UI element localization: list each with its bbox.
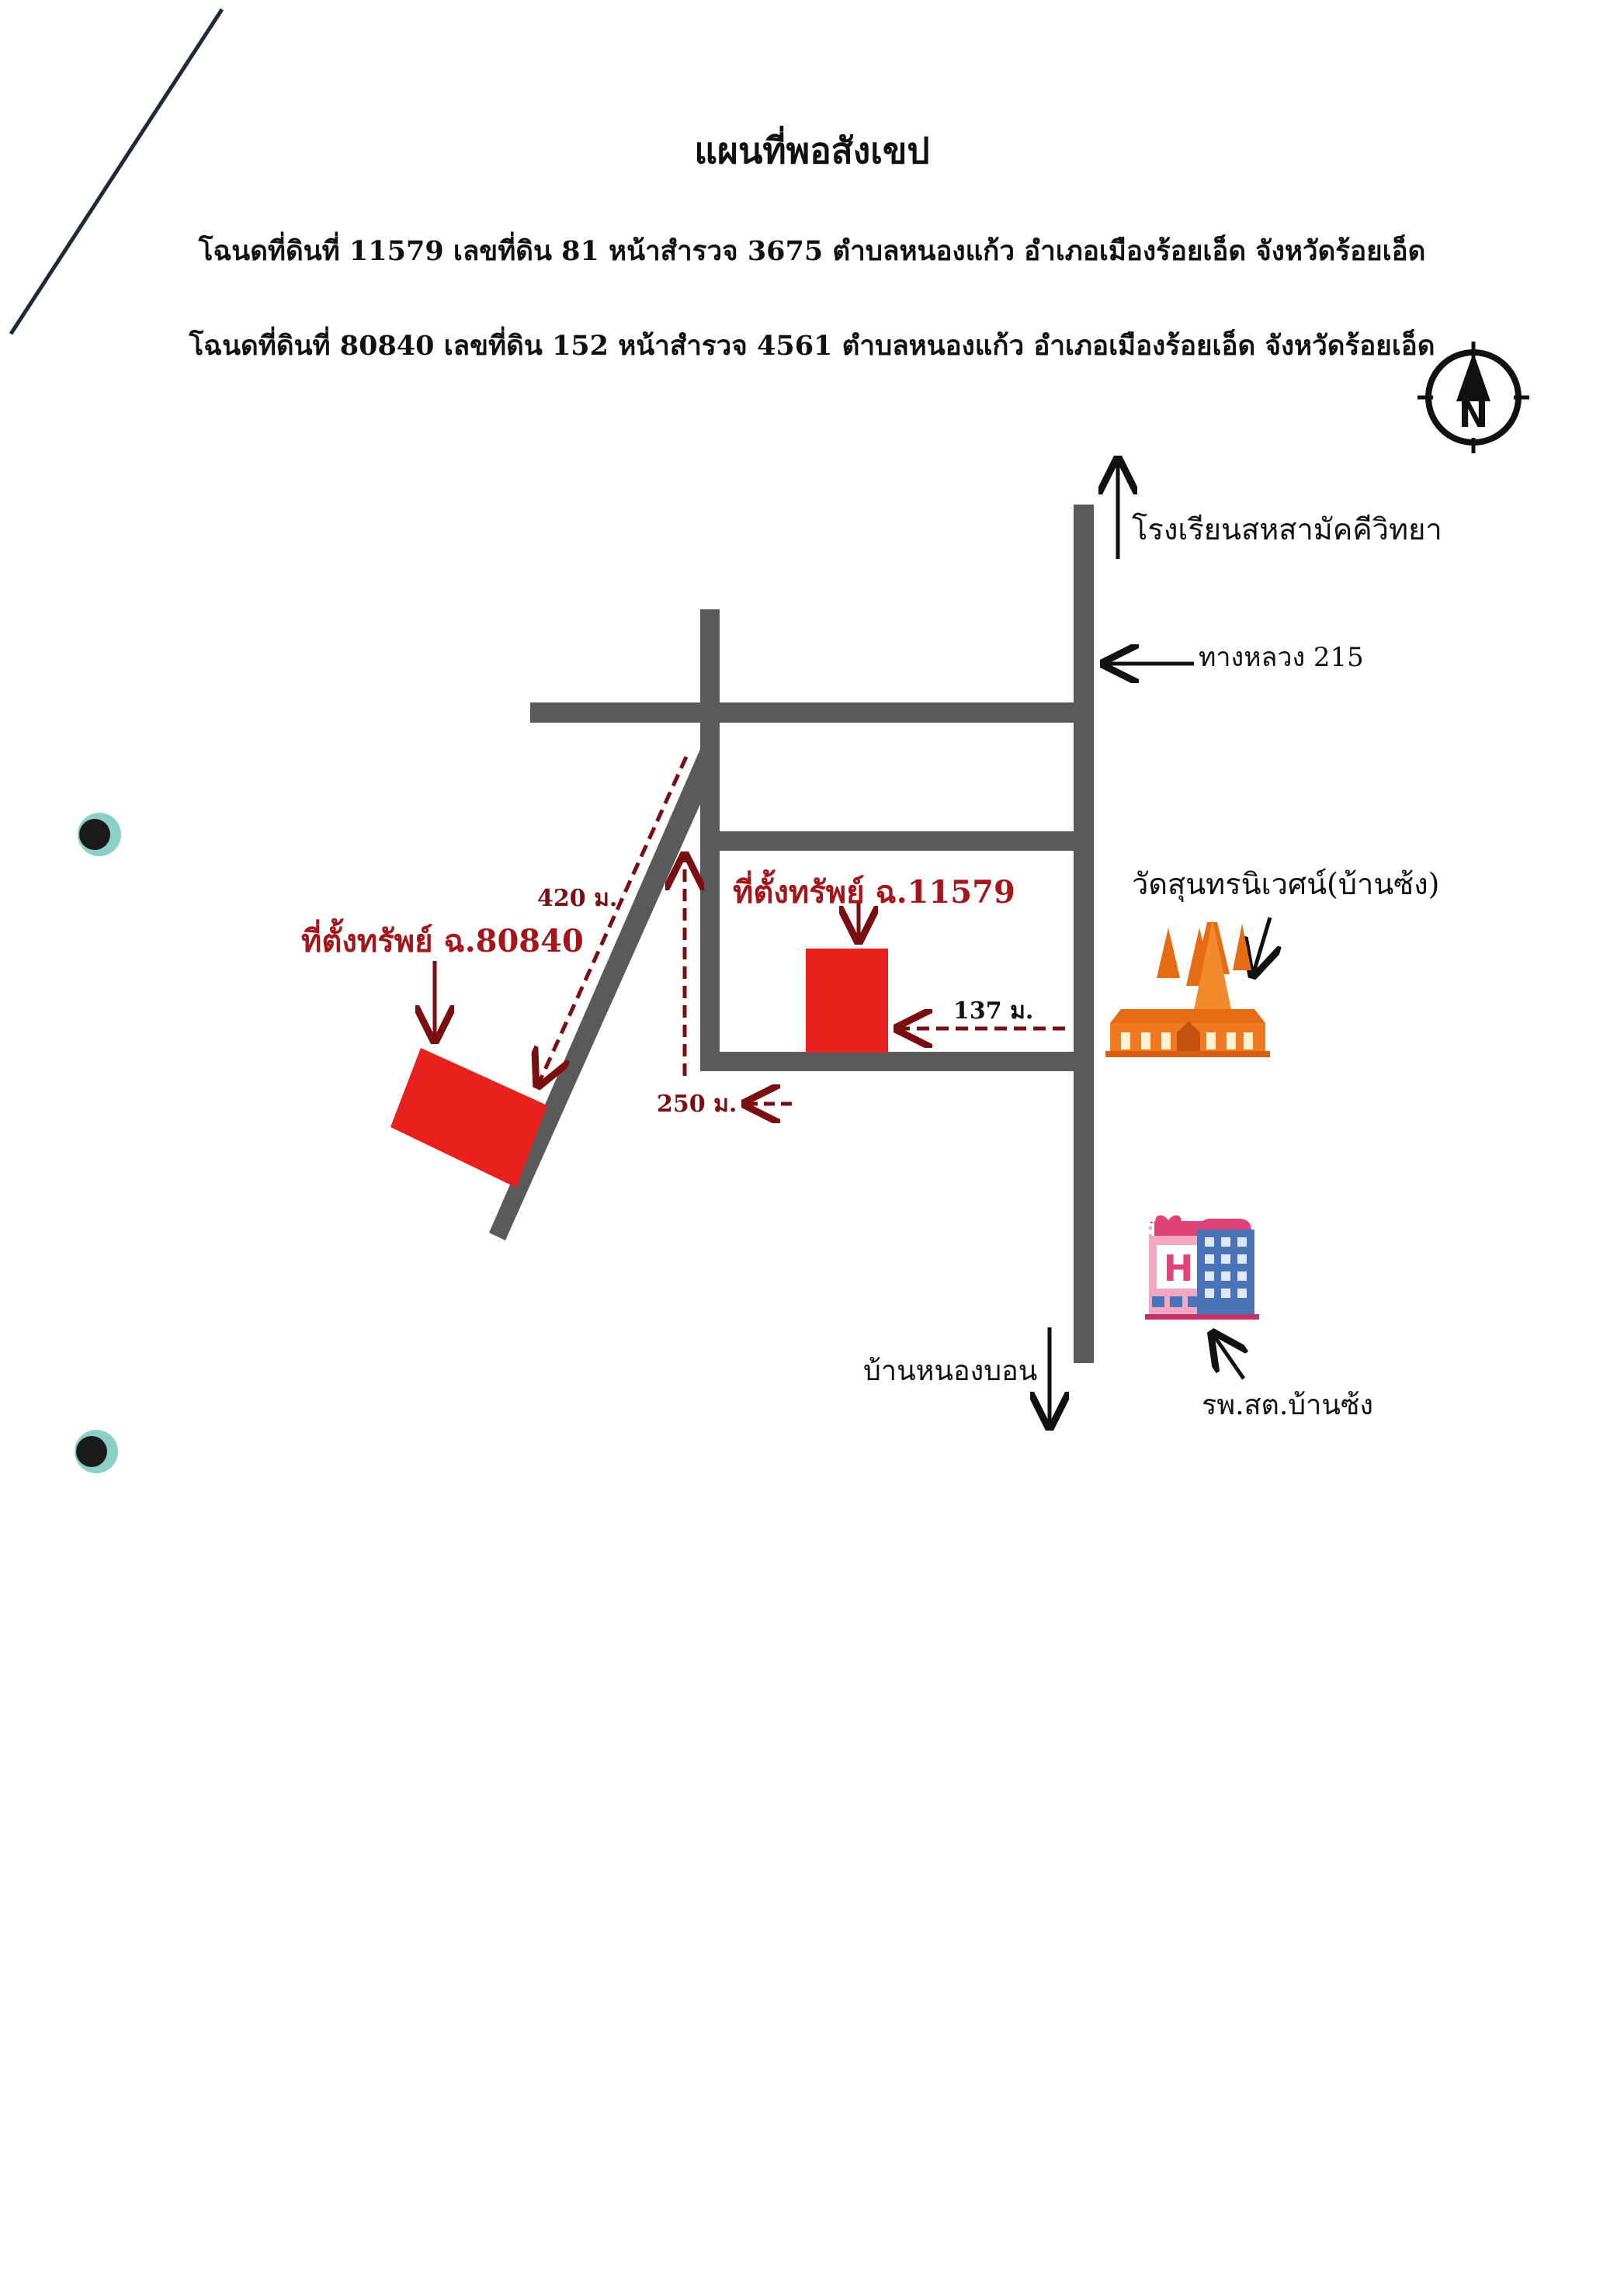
north-compass-icon: N	[1418, 342, 1529, 453]
property-11579-parcel	[806, 949, 888, 1053]
punch-hole-top	[78, 813, 121, 856]
property-80840-parcel	[390, 1048, 547, 1188]
hospital-label: รพ.สต.บ้านซ้ง	[1202, 1389, 1373, 1421]
page-title: แผนที่พอสังเขป	[694, 130, 930, 172]
distance-420-label: 420 ม.	[537, 885, 617, 912]
highway-label: ทางหลวง 215	[1199, 642, 1364, 673]
distance-137-label: 137 ม.	[953, 997, 1033, 1025]
dashed-arrow-420	[538, 755, 689, 1085]
property-80840-label: ที่ตั้งทรัพย์ ฉ.80840	[301, 918, 584, 959]
school-label: โรงเรียนสหสามัคคีวิทยา	[1132, 512, 1442, 546]
punch-hole-bottom	[75, 1430, 118, 1473]
scan-edge-line	[9, 8, 224, 335]
road-top-horizontal	[530, 702, 1081, 723]
temple-icon	[1105, 920, 1270, 1057]
roads	[489, 505, 1094, 1363]
highway-215-road	[1074, 505, 1094, 1363]
property-11579-label: ที่ตั้งทรัพย์ ฉ.11579	[733, 869, 1015, 911]
arrow-to-hospital	[1213, 1334, 1244, 1380]
distance-250-label: 250 ม.	[657, 1091, 737, 1118]
road-lower-horizontal	[700, 1052, 1081, 1071]
road-middle-horizontal	[700, 831, 1081, 851]
arrow-to-temple	[1253, 917, 1270, 975]
deed-line-2: โฉนดที่ดินที่ 80840 เลขที่ดิน 152 หน้าสำ…	[189, 330, 1435, 362]
village-label: บ้านหนองบอน	[863, 1355, 1037, 1387]
compass-letter: N	[1459, 394, 1489, 435]
deed-line-1: โฉนดที่ดินที่ 11579 เลขที่ดิน 81 หน้าสำร…	[198, 235, 1426, 267]
temple-label: วัดสุนทรนิเวศน์(บ้านซ้ง)	[1132, 867, 1439, 902]
hospital-tower-blue-drawn	[1194, 1219, 1259, 1320]
svg-text:H: H	[1164, 1247, 1194, 1289]
road-diagonal	[489, 749, 720, 1240]
